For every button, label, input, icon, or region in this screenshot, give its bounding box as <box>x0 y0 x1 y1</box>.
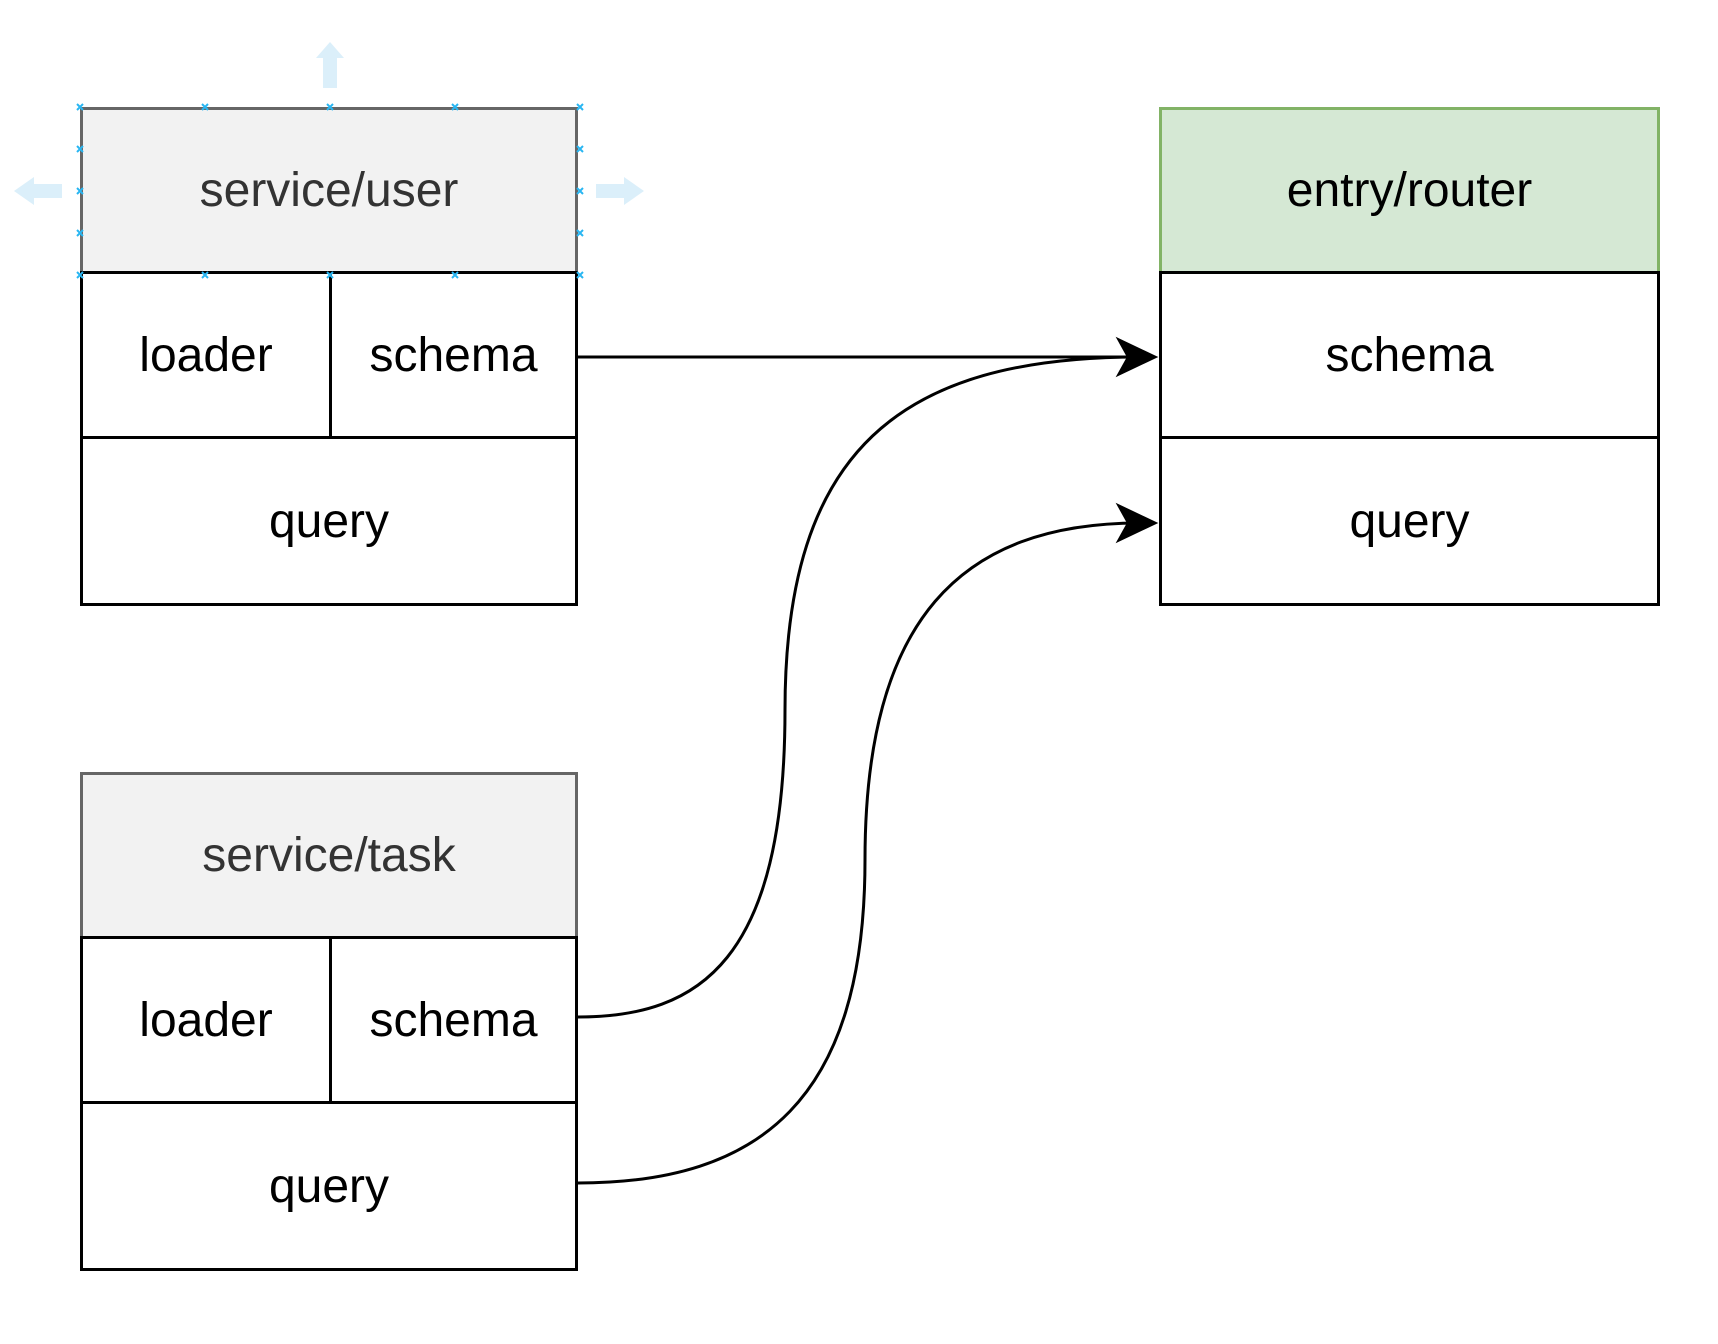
edge-task-schema-to-router-schema[interactable] <box>577 355 1141 1019</box>
cell-task-query[interactable]: query <box>80 1101 578 1271</box>
cell-user-schema[interactable]: schema <box>329 271 578 439</box>
cell-router-query[interactable]: query <box>1159 436 1660 606</box>
node-service-task[interactable]: service/task loader schema query <box>80 772 578 1271</box>
cell-user-query[interactable]: query <box>80 436 578 606</box>
node-title-service-task[interactable]: service/task <box>80 772 578 939</box>
cell-router-schema[interactable]: schema <box>1159 271 1660 439</box>
edge-task-query-to-router-query[interactable] <box>577 521 1141 1185</box>
cell-user-loader[interactable]: loader <box>80 271 332 439</box>
node-title-entry-router[interactable]: entry/router <box>1159 107 1660 274</box>
arrowhead-router-query <box>1115 502 1159 544</box>
cell-task-schema[interactable]: schema <box>329 936 578 1104</box>
node-title-service-user[interactable]: service/user <box>80 107 578 274</box>
node-entry-router[interactable]: entry/router schema query <box>1159 107 1660 606</box>
cell-task-loader[interactable]: loader <box>80 936 332 1104</box>
node-service-user[interactable]: service/user loader schema query <box>80 107 578 606</box>
arrowhead-router-schema <box>1115 336 1159 378</box>
